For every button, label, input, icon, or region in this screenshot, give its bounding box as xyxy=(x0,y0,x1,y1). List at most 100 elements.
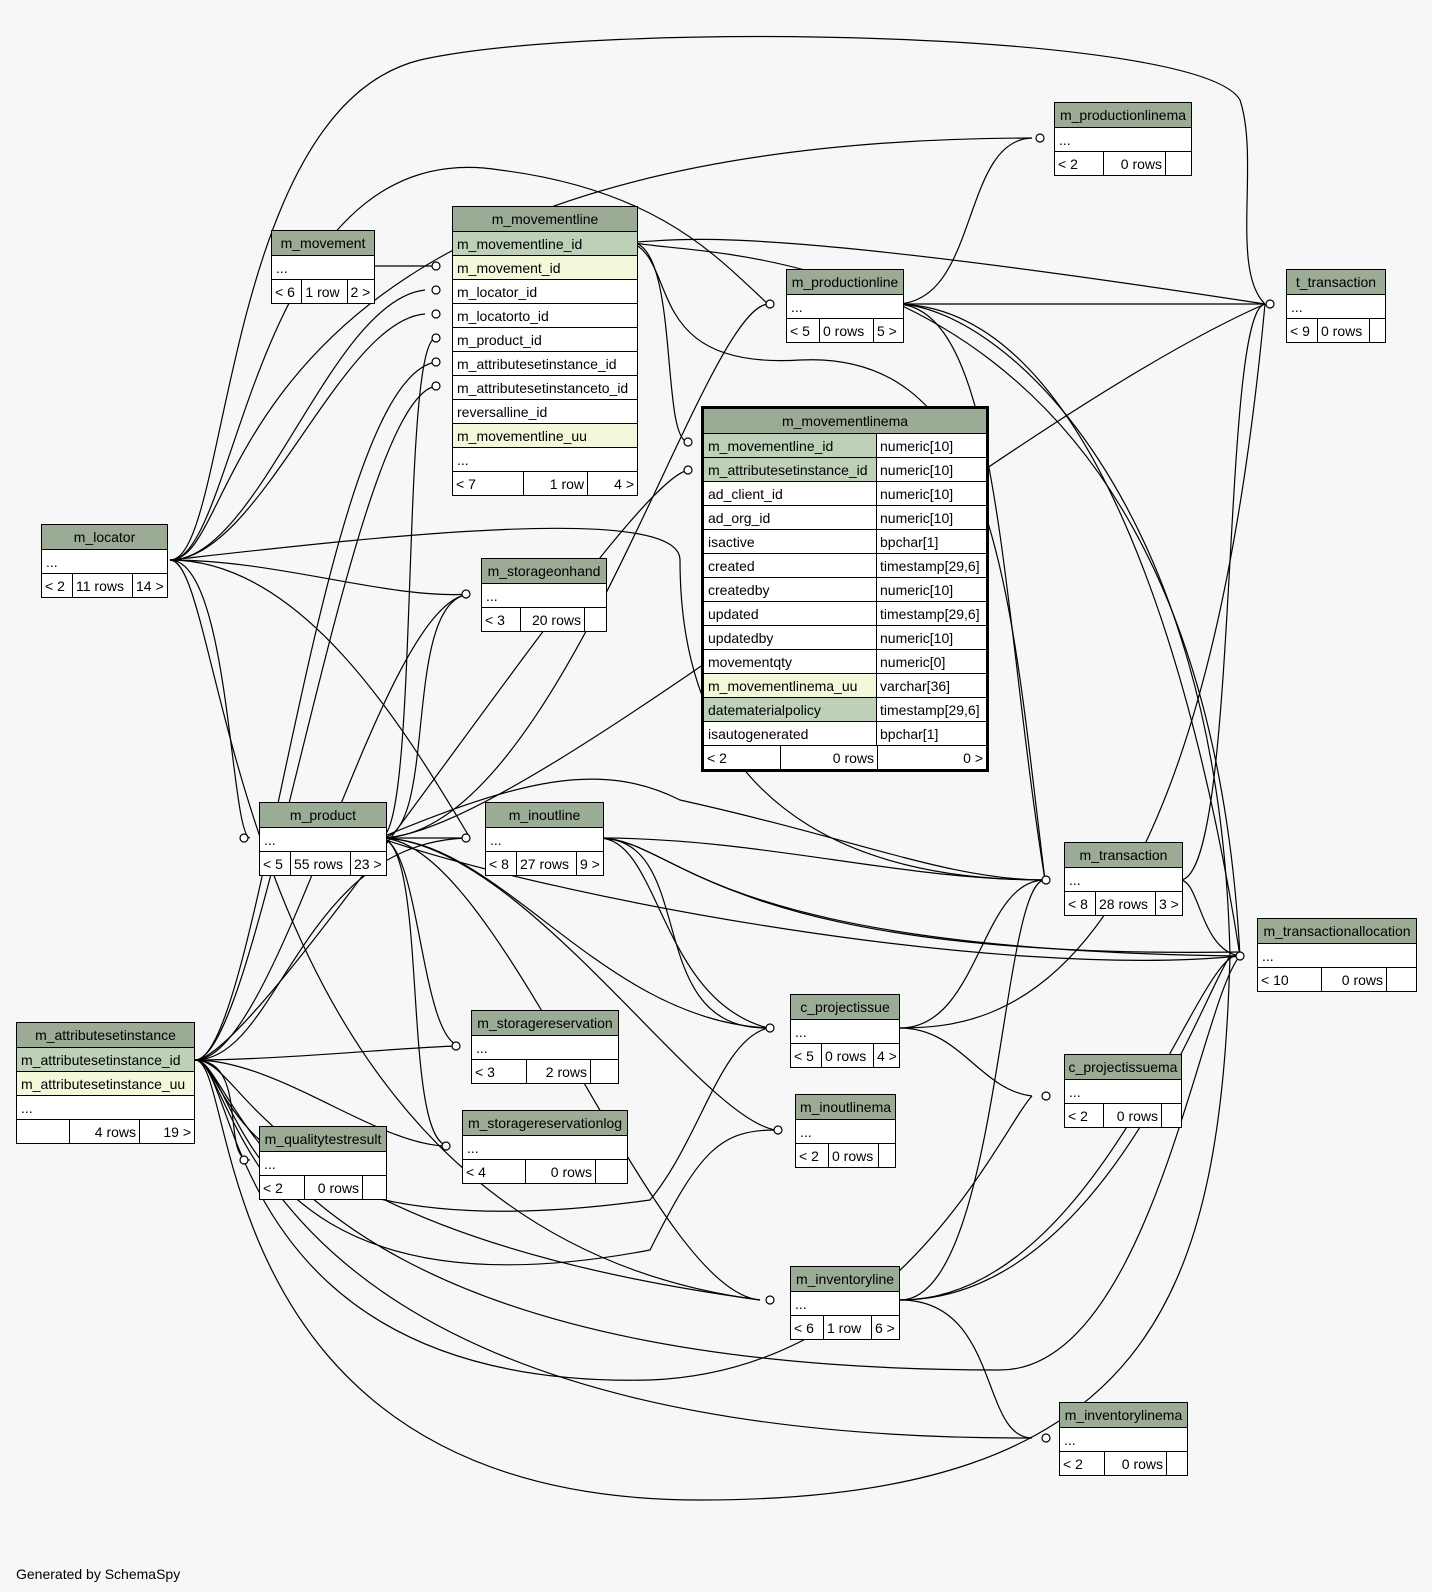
column-name: m_movementlinema_uu xyxy=(704,674,877,697)
children-count[interactable]: 5 > xyxy=(873,319,903,342)
children-count[interactable]: 23 > xyxy=(350,852,386,875)
table-m_locator[interactable]: m_locator ... < 2 11 rows 14 > xyxy=(41,524,168,598)
children-count[interactable]: 9 > xyxy=(576,852,603,875)
children-count[interactable] xyxy=(595,1160,627,1183)
parents-count[interactable]: < 6 xyxy=(794,1319,814,1336)
children-count[interactable]: 14 > xyxy=(132,574,167,597)
children-count[interactable] xyxy=(590,1060,618,1083)
table-row: m_locator_id xyxy=(453,279,637,303)
column-type: bpchar[1] xyxy=(880,533,939,550)
edge xyxy=(194,955,1231,1501)
row-count: 0 rows xyxy=(1104,1452,1166,1475)
children-count[interactable] xyxy=(1165,152,1191,175)
table-header: m_qualitytestresult xyxy=(260,1127,386,1151)
column-name: createdby xyxy=(704,578,877,601)
parents-count[interactable]: < 2 xyxy=(45,577,65,594)
children-count[interactable]: 6 > xyxy=(871,1316,899,1339)
table-m_movement[interactable]: m_movement ... < 6 1 row 2 > xyxy=(271,230,375,304)
table-c_projectissue[interactable]: c_projectissue ... < 5 0 rows 4 > xyxy=(790,994,900,1068)
table-m_transaction[interactable]: m_transaction ... < 8 28 rows 3 > xyxy=(1064,842,1183,916)
children-count[interactable] xyxy=(584,608,606,631)
parents-count[interactable]: < 3 xyxy=(485,611,505,628)
children-count[interactable]: 2 > xyxy=(346,280,375,303)
column-name: ... xyxy=(264,831,276,848)
table-m_productionline[interactable]: m_productionline ... < 5 0 rows 5 > xyxy=(786,269,904,343)
table-m_inoutlinema[interactable]: m_inoutlinema ... < 2 0 rows xyxy=(795,1094,896,1168)
column-name: movementqty xyxy=(704,650,877,673)
table-m_transactionallocation[interactable]: m_transactionallocation ... < 10 0 rows xyxy=(1257,918,1417,992)
table-m_product[interactable]: m_product ... < 5 55 rows 23 > xyxy=(259,802,387,876)
parents-count[interactable]: < 2 xyxy=(1058,155,1078,172)
column-type: numeric[10] xyxy=(880,629,954,646)
children-count[interactable]: 3 > xyxy=(1155,892,1182,915)
table-m_inoutline[interactable]: m_inoutline ... < 8 27 rows 9 > xyxy=(485,802,604,876)
children-count[interactable] xyxy=(1369,319,1385,342)
table-row: ... xyxy=(260,827,386,851)
parents-count[interactable]: < 2 xyxy=(1068,1107,1088,1124)
parents-count[interactable]: < 7 xyxy=(456,475,476,492)
children-count[interactable] xyxy=(1161,1104,1181,1127)
children-count[interactable] xyxy=(362,1176,386,1199)
table-m_inventoryline[interactable]: m_inventoryline ... < 6 1 row 6 > xyxy=(790,1266,900,1340)
children-count[interactable]: 0 > xyxy=(877,746,986,769)
row-count: 0 rows xyxy=(819,319,873,342)
column-name: ... xyxy=(1059,131,1071,148)
parents-count[interactable]: < 3 xyxy=(475,1063,495,1080)
table-row: ... xyxy=(486,827,603,851)
row-count: 0 rows xyxy=(828,1144,878,1167)
parents-count[interactable]: < 8 xyxy=(1068,895,1088,912)
column-name: ... xyxy=(800,1123,812,1140)
parents-count[interactable]: < 2 xyxy=(799,1147,819,1164)
table-m_inventorylinema[interactable]: m_inventorylinema ... < 2 0 rows xyxy=(1059,1402,1188,1476)
parents-count[interactable]: < 5 xyxy=(263,855,283,872)
parents-count[interactable]: < 10 xyxy=(1261,971,1289,988)
children-count[interactable] xyxy=(1386,968,1416,991)
parents-count[interactable]: < 9 xyxy=(1290,322,1310,339)
table-c_projectissuema[interactable]: c_projectissuema ... < 2 0 rows xyxy=(1064,1054,1182,1128)
parents-count[interactable] xyxy=(17,1120,69,1143)
table-row: ... xyxy=(796,1119,895,1143)
table-m_attributesetinstance[interactable]: m_attributesetinstance m_attributesetins… xyxy=(16,1022,195,1144)
children-count[interactable]: 19 > xyxy=(139,1120,194,1143)
parents-count[interactable]: < 2 xyxy=(263,1179,283,1196)
edge-end-marker xyxy=(1035,133,1045,143)
row-count: 28 rows xyxy=(1095,892,1155,915)
row-count: 0 rows xyxy=(1321,968,1386,991)
row-count: 0 rows xyxy=(1103,152,1165,175)
column-name: ... xyxy=(795,1295,807,1312)
table-m_storageonhand[interactable]: m_storageonhand ... < 3 20 rows xyxy=(481,558,607,632)
edge xyxy=(194,837,471,1061)
column-name: m_movementline_id xyxy=(457,235,583,252)
parents-count[interactable]: < 6 xyxy=(275,283,295,300)
parents-count[interactable]: < 4 xyxy=(466,1163,486,1180)
column-name: ... xyxy=(264,1155,276,1172)
table-t_transaction[interactable]: t_transaction ... < 9 0 rows xyxy=(1286,269,1386,343)
table-m_qualitytestresult[interactable]: m_qualitytestresult ... < 2 0 rows xyxy=(259,1126,387,1200)
children-count[interactable] xyxy=(878,1144,895,1167)
parents-count[interactable]: < 8 xyxy=(489,855,509,872)
table-header: m_storagereservationlog xyxy=(463,1111,627,1135)
children-count[interactable] xyxy=(1166,1452,1187,1475)
children-count[interactable]: 4 > xyxy=(587,472,637,495)
parents-count[interactable]: < 2 xyxy=(707,749,727,766)
children-count[interactable]: 4 > xyxy=(873,1044,899,1067)
edge xyxy=(194,955,1241,1371)
row-count: 55 rows xyxy=(290,852,350,875)
generated-by-footer[interactable]: Generated by SchemaSpy xyxy=(16,1566,181,1582)
parents-count[interactable]: < 2 xyxy=(1063,1455,1083,1472)
parents-count[interactable]: < 5 xyxy=(794,1047,814,1064)
edge xyxy=(169,313,426,561)
parents-count[interactable]: < 5 xyxy=(790,322,810,339)
column-name: ... xyxy=(791,298,803,315)
table-m_movementline[interactable]: m_movementline m_movementline_id m_movem… xyxy=(452,206,638,496)
edge xyxy=(899,303,1266,1029)
table-m_productionlinema[interactable]: m_productionlinema ... < 2 0 rows xyxy=(1054,102,1192,176)
table-m_storagereservation[interactable]: m_storagereservation ... < 3 2 rows xyxy=(471,1010,619,1084)
table-m_storagereservationlog[interactable]: m_storagereservationlog ... < 4 0 rows xyxy=(462,1110,628,1184)
